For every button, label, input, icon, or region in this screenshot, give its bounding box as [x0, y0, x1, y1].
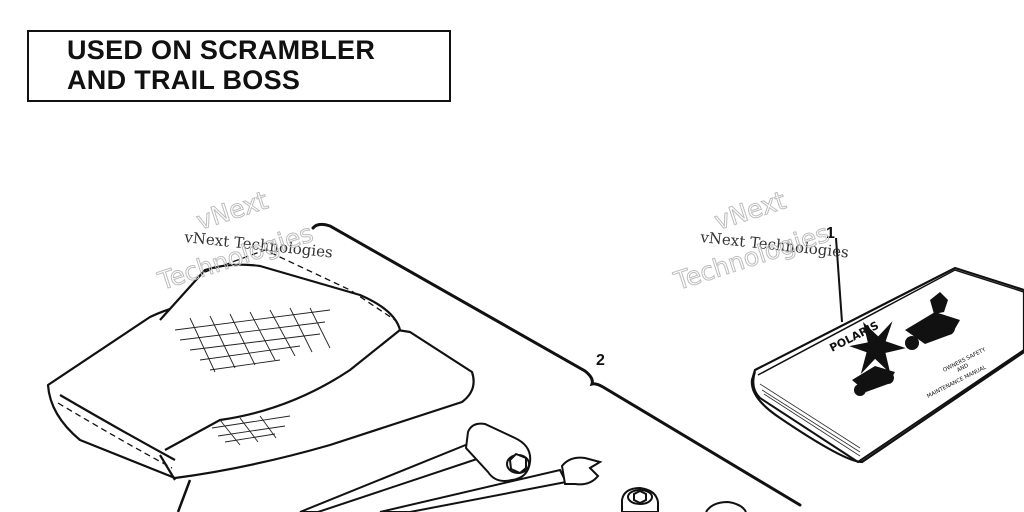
- watermark-right-top: vNext: [711, 185, 790, 235]
- title-line-1: USED ON SCRAMBLER: [67, 35, 376, 65]
- callout-1: 1: [826, 225, 835, 242]
- ring-part: [705, 500, 747, 512]
- tool-kit-bracket: [311, 222, 802, 507]
- callout-2: 2: [596, 352, 605, 369]
- title-line-2: AND TRAIL BOSS: [67, 65, 301, 95]
- pouch-leader-line: [176, 479, 192, 512]
- open-end-wrench: [379, 456, 603, 512]
- watermark-right: vNext vNext Technologies Technologies: [669, 185, 849, 297]
- spark-plug-socket: [621, 486, 659, 512]
- atv-rider-illustration: [852, 292, 960, 396]
- watermark-left-top: vNext: [193, 185, 272, 235]
- tool-pouch: [46, 249, 475, 481]
- manual-line-2: AND: [956, 363, 970, 374]
- manual-leader-line: [835, 237, 843, 323]
- owners-manual: POLARIS OWNERS SAFETY AND MAINTENANCE MA…: [750, 266, 1024, 464]
- title-box: USED ON SCRAMBLER AND TRAIL BOSS: [27, 30, 451, 102]
- socket-wrench: [299, 422, 532, 512]
- manual-star-emblem: [849, 321, 906, 375]
